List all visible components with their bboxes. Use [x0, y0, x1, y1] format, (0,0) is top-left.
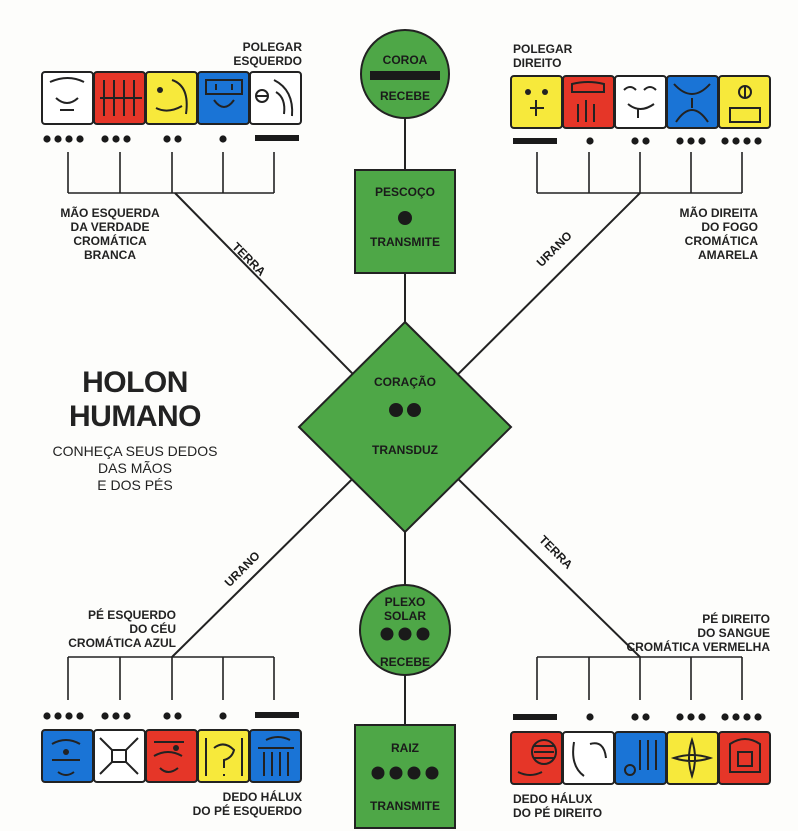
right-foot-dots	[513, 713, 762, 721]
left-thumb-label-2: ESQUERDO	[233, 54, 302, 68]
right-hallux-label-2: DO PÉ DIREITO	[513, 806, 603, 820]
left-foot-glyphs	[41, 729, 302, 783]
left-foot-label-3: CROMÁTICA AZUL	[68, 636, 176, 650]
left-hallux-label-1: DEDO HÁLUX	[222, 790, 302, 804]
right-hand-glyphs	[510, 75, 771, 129]
glyph-white-worldbridger	[93, 729, 146, 783]
right-foot-label: PÉ DIREITO DO SANGUE CROMÁTICA VERMELHA	[610, 612, 770, 654]
pescoco-name: PESCOÇO	[375, 185, 435, 199]
right-hallux-label: DEDO HÁLUX DO PÉ DIREITO	[513, 792, 633, 820]
glyph-yellow-seed	[145, 71, 198, 125]
raiz-action: TRANSMITE	[370, 799, 440, 813]
right-foot-label-3: CROMÁTICA VERMELHA	[626, 640, 770, 654]
glyph-blue-storm	[249, 729, 302, 783]
left-foot-label-1: PÉ ESQUERDO	[87, 608, 176, 622]
glyph-yellow-human	[718, 75, 771, 129]
glyph-blue-eagle	[614, 731, 667, 785]
right-hand-dots	[513, 137, 762, 145]
glyph-red-earth	[718, 731, 771, 785]
right-foot-label-1: PÉ DIREITO	[702, 612, 770, 626]
left-hallux-label-2: DO PÉ ESQUERDO	[192, 804, 302, 818]
diagram-title: HOLON HUMANO	[55, 366, 215, 434]
left-foot-label-2: DO CÉU	[129, 622, 176, 636]
glyph-white-link	[562, 731, 615, 785]
coroa-node: COROA RECEBE	[360, 29, 450, 119]
left-hand-glyphs	[41, 71, 302, 125]
left-hand-bracket	[67, 152, 275, 194]
left-hand-label-2: DA VERDADE	[70, 220, 150, 234]
glyph-yellow-warrior	[197, 729, 250, 783]
terra-top-label: TERRA	[229, 240, 268, 279]
left-hand-label-1: MÃO ESQUERDA	[60, 206, 160, 220]
glyph-red-moon	[562, 75, 615, 129]
coracao-node: CORAÇÃO TRANSDUZ	[297, 320, 513, 534]
glyph-red-serpent	[93, 71, 146, 125]
raiz-name: RAIZ	[391, 741, 419, 755]
left-hand-label: MÃO ESQUERDA DA VERDADE CROMÁTICA BRANCA	[40, 206, 180, 262]
right-thumb-label-1: POLEGAR	[513, 42, 573, 56]
glyph-red-skywalker	[145, 729, 198, 783]
plexo-name-1: PLEXO	[385, 595, 426, 609]
left-hand-dots	[43, 135, 299, 143]
glyph-blue-hand	[666, 75, 719, 129]
right-thumb-label-2: DIREITO	[513, 56, 562, 70]
right-foot-bracket	[536, 656, 743, 700]
right-hand-bracket	[536, 152, 743, 194]
right-hand-label-3: CROMÁTICA	[684, 234, 758, 248]
glyph-white-mirror	[249, 71, 302, 125]
left-thumb-label: POLEGAR ESQUERDO	[222, 40, 302, 68]
right-hand-label-1: MÃO DIREITA	[679, 206, 758, 220]
glyph-white-wind	[41, 71, 94, 125]
left-foot-dots	[43, 712, 299, 720]
pescoco-node: PESCOÇO TRANSMITE	[354, 169, 456, 274]
raiz-node: RAIZ TRANSMITE	[354, 724, 456, 829]
left-hallux-label: DEDO HÁLUX DO PÉ ESQUERDO	[180, 790, 302, 818]
pescoco-dot	[398, 211, 412, 225]
left-foot-label: PÉ ESQUERDO DO CÉU CROMÁTICA AZUL	[30, 608, 176, 650]
right-hand-label: MÃO DIREITA DO FOGO CROMÁTICA AMARELA	[620, 206, 758, 262]
plexo-action: RECEBE	[380, 655, 430, 669]
left-foot-bracket	[67, 656, 275, 700]
pescoco-action: TRANSMITE	[370, 235, 440, 249]
subtitle-line-1: CONHEÇA SEUS DEDOS	[52, 443, 218, 459]
title-line-1: HOLON	[82, 366, 188, 399]
right-hand-label-4: AMARELA	[698, 248, 758, 262]
glyph-yellow-star	[510, 75, 563, 129]
glyph-white-dog	[614, 75, 667, 129]
left-hand-label-4: BRANCA	[84, 248, 136, 262]
right-hallux-label-1: DEDO HÁLUX	[513, 792, 593, 806]
right-hand-label-2: DO FOGO	[701, 220, 758, 234]
glyph-blue-night	[41, 729, 94, 783]
glyph-red-dragon	[510, 731, 563, 785]
glyph-yellow-sun	[666, 731, 719, 785]
left-hand-label-3: CROMÁTICA	[73, 234, 147, 248]
coroa-action: RECEBE	[380, 89, 430, 103]
right-foot-label-2: DO SANGUE	[697, 626, 770, 640]
glyph-blue-monkey	[197, 71, 250, 125]
urano-bottom-label: URANO	[222, 549, 263, 590]
plexo-solar-node: PLEXO SOLAR RECEBE	[359, 584, 451, 676]
coroa-bar	[370, 71, 440, 80]
subtitle-line-2: DAS MÃOS	[98, 460, 172, 476]
terra-bottom-label: TERRA	[536, 533, 575, 572]
subtitle-line-3: E DOS PÉS	[97, 477, 173, 493]
coracao-name: CORAÇÃO	[374, 374, 436, 389]
plexo-name-2: SOLAR	[384, 609, 426, 623]
right-foot-glyphs	[510, 731, 771, 785]
title-line-2: HUMANO	[69, 400, 202, 433]
diagram-subtitle: CONHEÇA SEUS DEDOS DAS MÃOS E DOS PÉS	[20, 443, 250, 494]
left-thumb-label-1: POLEGAR	[242, 40, 302, 54]
coroa-name: COROA	[383, 53, 428, 67]
right-thumb-label: POLEGAR DIREITO	[513, 42, 603, 70]
coracao-action: TRANSDUZ	[372, 443, 438, 457]
